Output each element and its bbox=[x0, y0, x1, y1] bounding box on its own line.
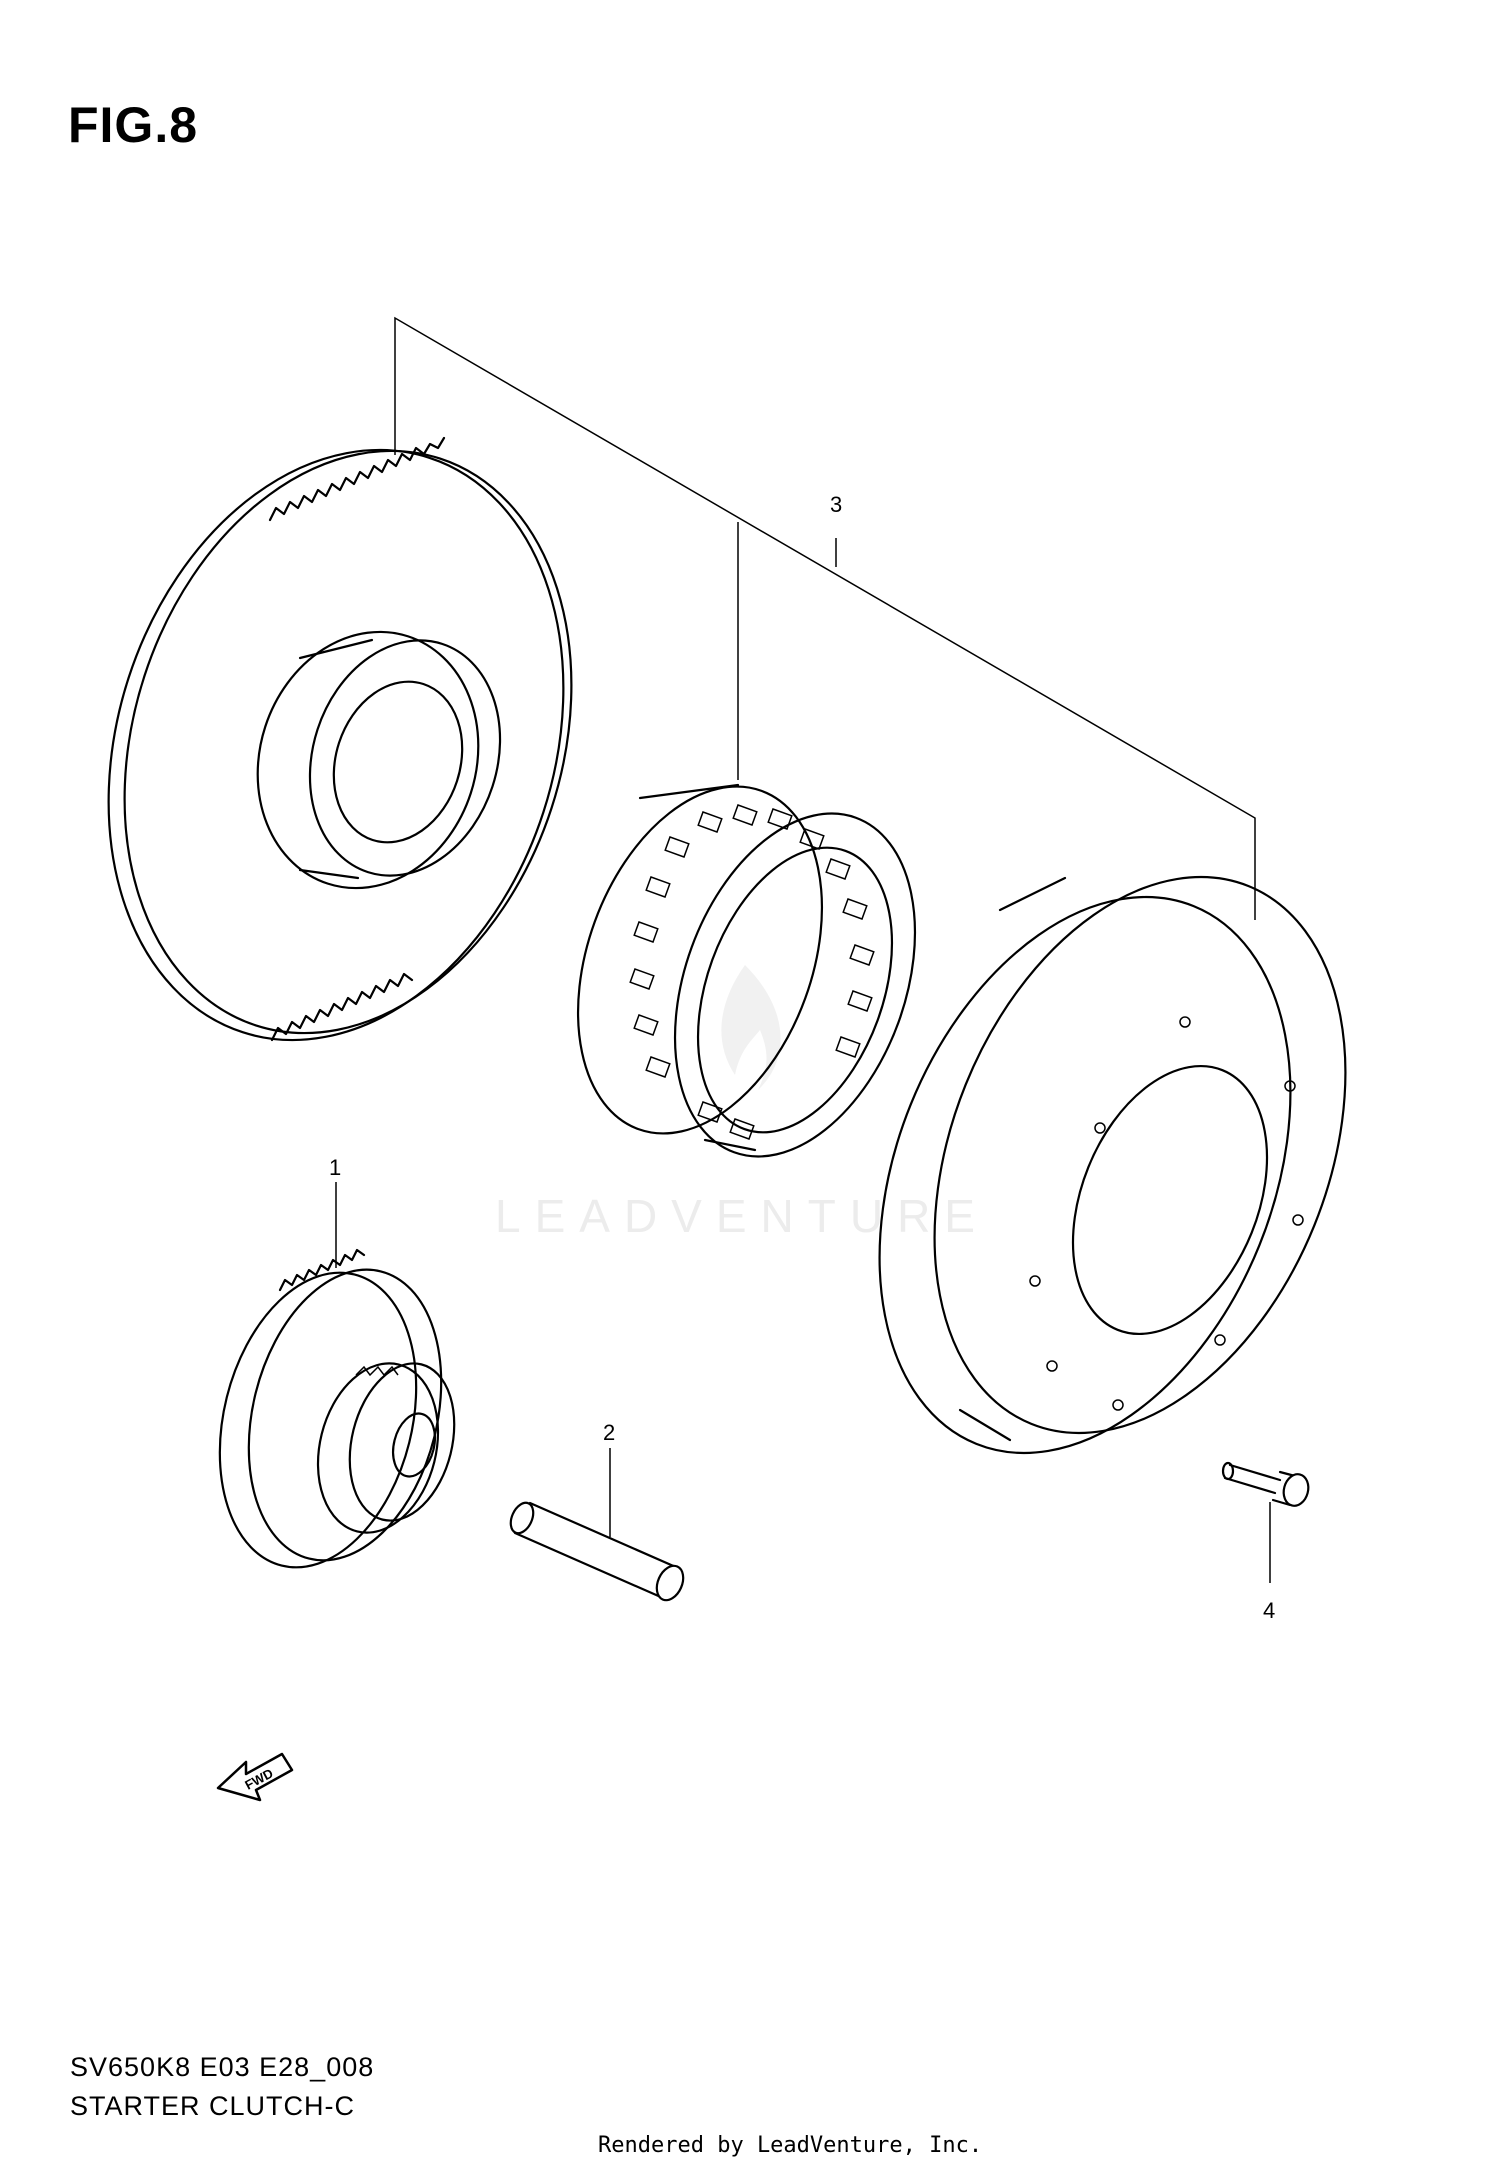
leader-bracket-3 bbox=[394, 316, 1256, 920]
part-clutch-housing bbox=[878, 875, 1347, 1455]
housing-bolt-holes bbox=[1029, 1016, 1304, 1411]
part-starter-driven-gear bbox=[107, 436, 573, 1042]
watermark: LEADVENTURE bbox=[495, 965, 989, 1242]
diagram-name: STARTER CLUTCH-C bbox=[70, 2091, 356, 2121]
callout-3: 3 bbox=[830, 492, 842, 517]
part-idle-gear bbox=[218, 1248, 456, 1569]
figure-title: FIG.8 bbox=[68, 97, 199, 153]
diagram-code: SV650K8 E03 E28_008 bbox=[70, 2052, 375, 2082]
part-one-way-clutch bbox=[576, 783, 917, 1158]
part-idle-gear-shaft bbox=[509, 1501, 685, 1602]
callout-1: 1 bbox=[329, 1155, 341, 1180]
fwd-arrow-icon: FWD bbox=[216, 1752, 294, 1802]
callout-4: 4 bbox=[1263, 1598, 1275, 1623]
watermark-text: LEADVENTURE bbox=[495, 1190, 989, 1242]
callout-2: 2 bbox=[603, 1420, 615, 1445]
rendered-by-credit: Rendered by LeadVenture, Inc. bbox=[598, 2133, 983, 2158]
clutch-rollers bbox=[629, 804, 875, 1140]
part-bolt bbox=[1221, 1461, 1310, 1507]
